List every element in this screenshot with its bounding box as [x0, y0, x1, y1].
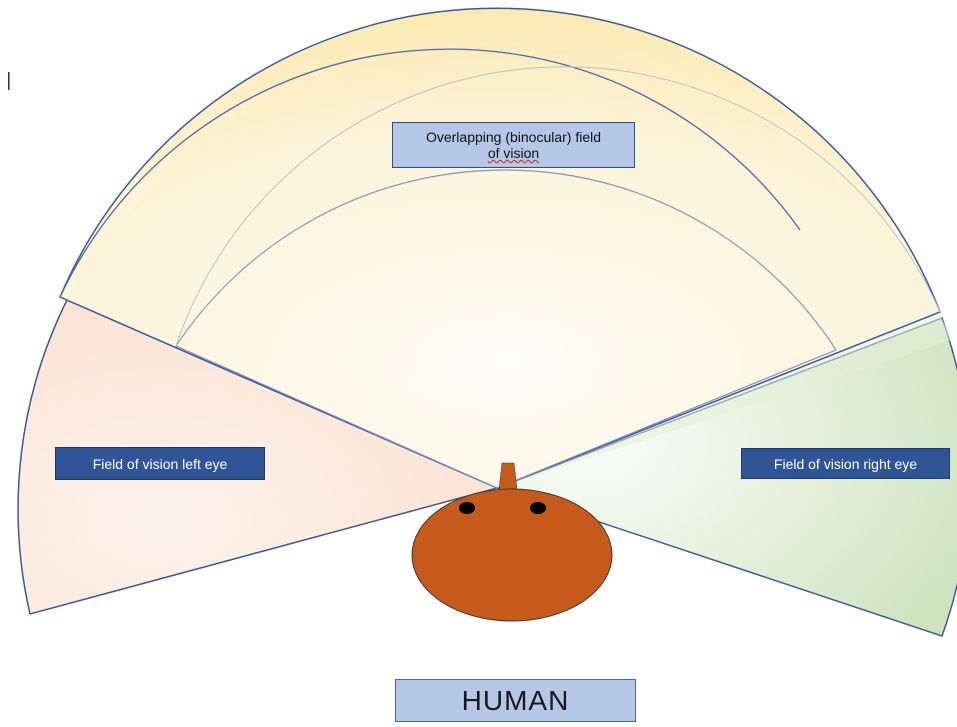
binocular-field-label: Overlapping (binocular) field of vision — [392, 122, 635, 168]
right-eye-field-label: Field of vision right eye — [741, 448, 950, 479]
right-eye-field — [494, 317, 957, 637]
sight-line-right — [496, 349, 837, 489]
subject-label-text: HUMAN — [461, 684, 570, 716]
inner-arc-upper — [59, 48, 801, 298]
text-cursor — [8, 72, 10, 90]
head — [411, 488, 613, 622]
binocular-label-line1: Overlapping (binocular) field — [425, 129, 602, 145]
left-eye-field-label: Field of vision left eye — [55, 447, 265, 480]
binocular-core — [176, 170, 836, 488]
sight-line-left — [175, 345, 498, 489]
inner-arc-right — [175, 66, 941, 347]
right-eye-label-text: Field of vision right eye — [773, 455, 918, 472]
subject-label: HUMAN — [395, 679, 636, 722]
right-eye — [530, 502, 546, 514]
left-eye — [459, 502, 475, 514]
left-eye-label-text: Field of vision left eye — [92, 455, 228, 472]
binocular-label-line2: of vision — [487, 145, 540, 161]
